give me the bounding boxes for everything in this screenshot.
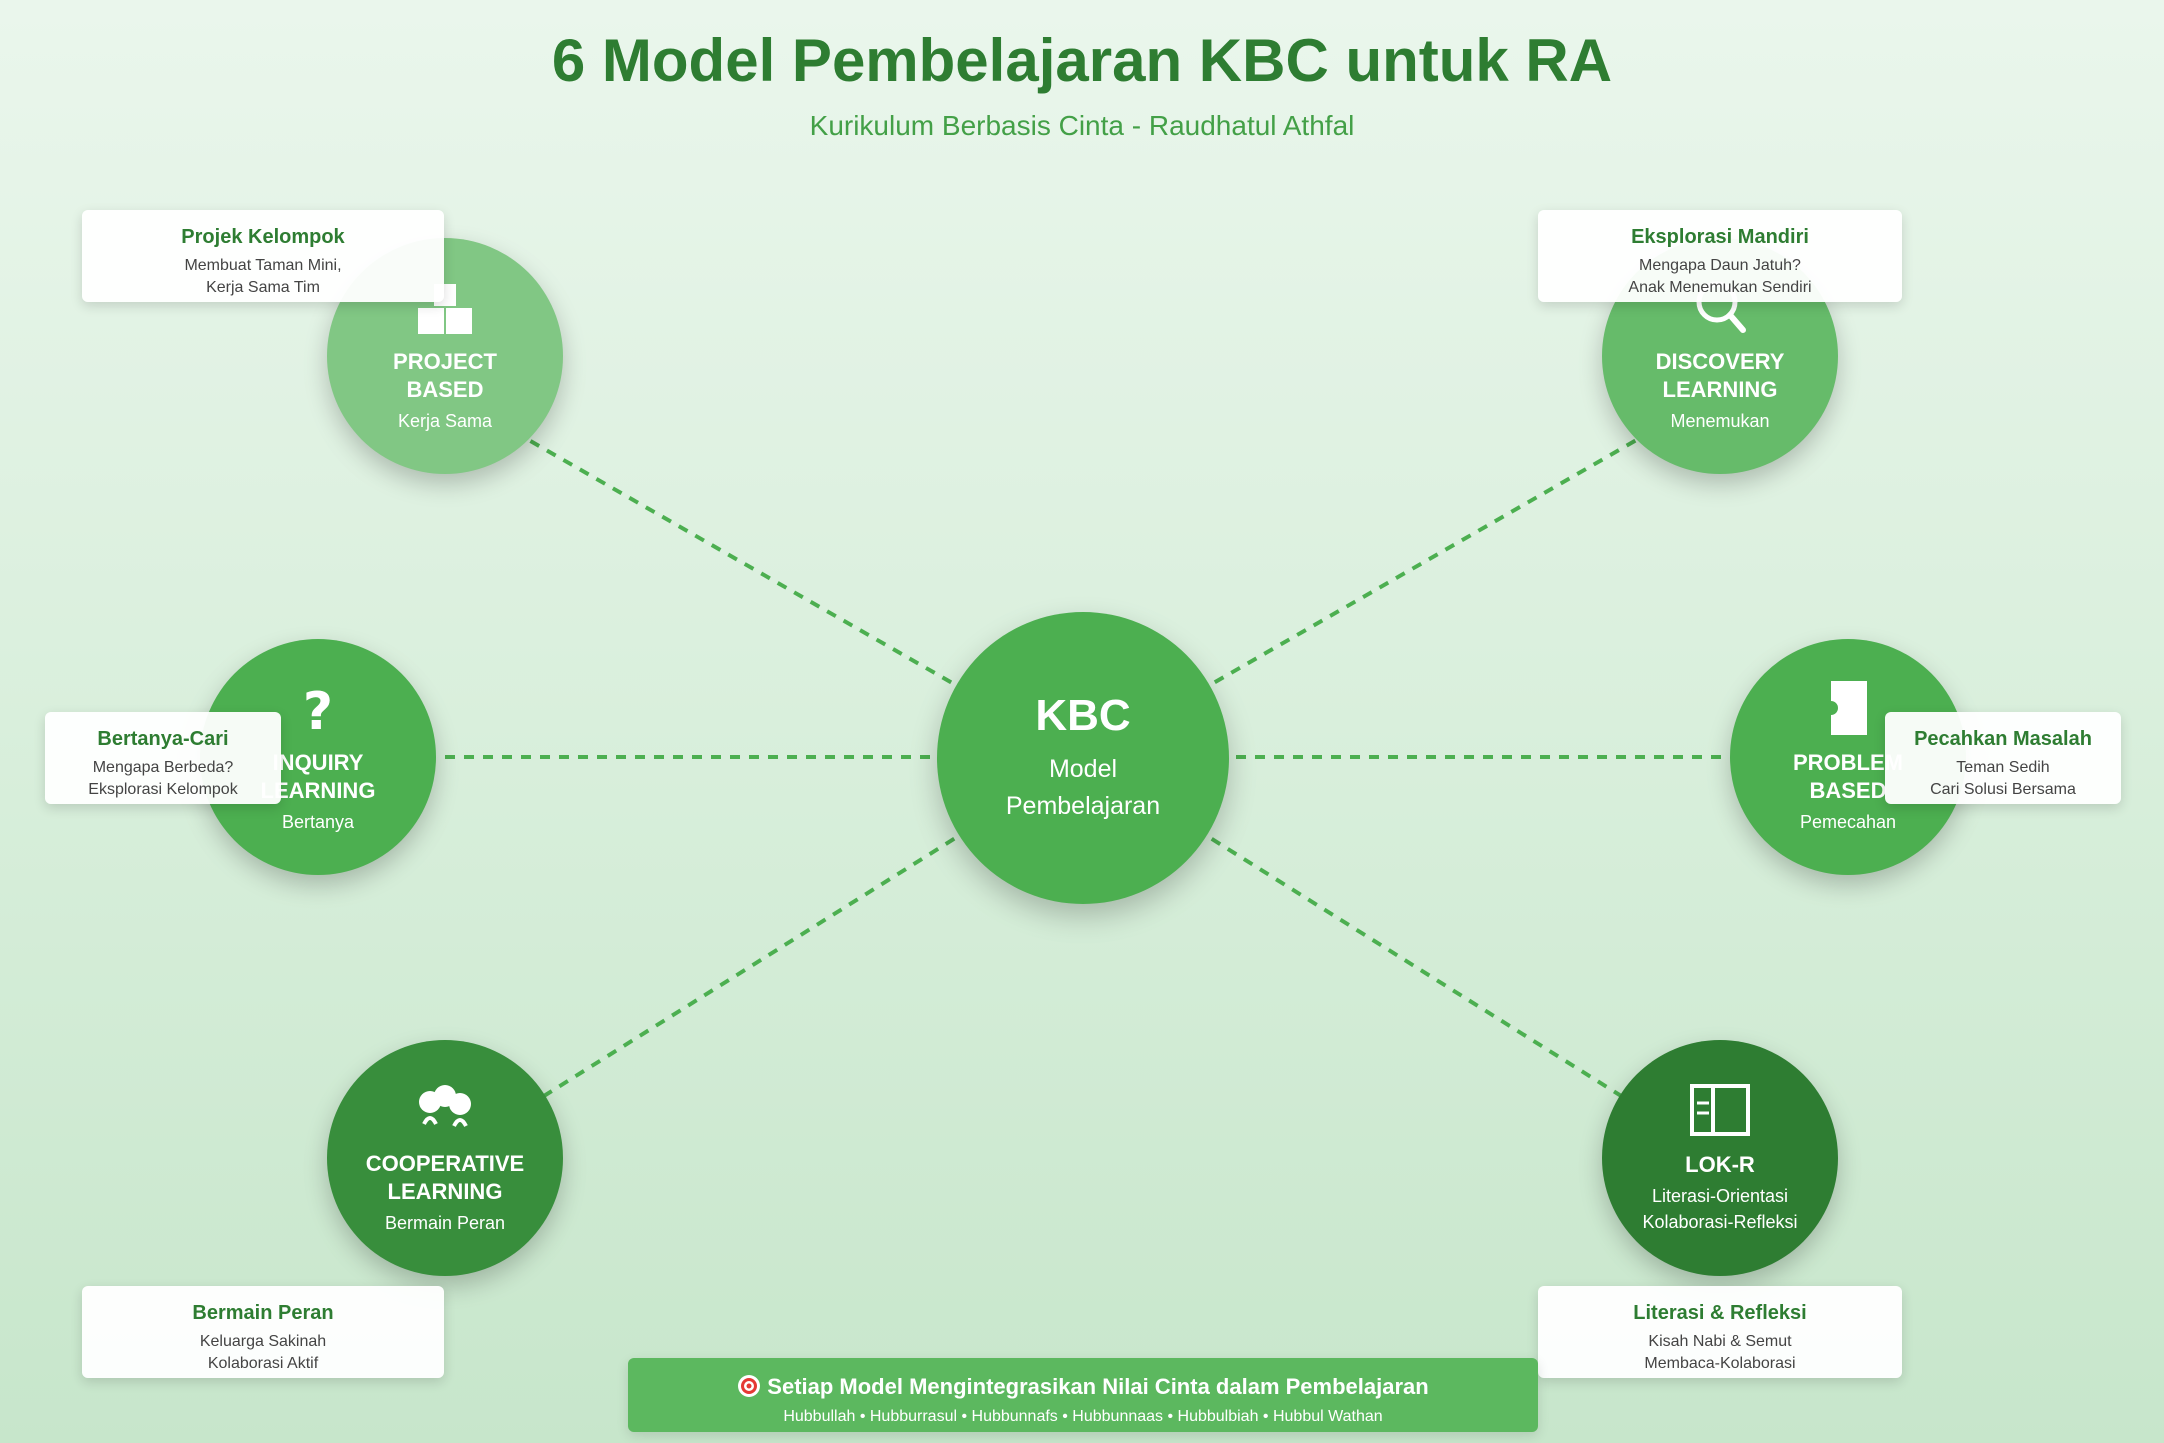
card-discovery: Eksplorasi Mandiri Mengapa Daun Jatuh? A… bbox=[1538, 210, 1902, 302]
page-title: 6 Model Pembelajaran KBC untuk RA bbox=[551, 27, 1613, 94]
card-lokr-line-1: Kisah Nabi & Semut bbox=[1648, 1333, 1792, 1350]
card-cooperative-line-2: Kolaborasi Aktif bbox=[207, 1355, 319, 1372]
node-inquiry-desc: Bertanya bbox=[281, 812, 355, 832]
page-subtitle: Kurikulum Berbasis Cinta - Raudhatul Ath… bbox=[809, 110, 1355, 141]
card-discovery-line-2: Anak Menemukan Sendiri bbox=[1628, 279, 1812, 296]
card-project-title: Projek Kelompok bbox=[181, 226, 345, 248]
node-discovery-desc: Menemukan bbox=[1670, 411, 1770, 431]
footer-title-row: Setiap Model Mengintegrasikan Nilai Cint… bbox=[628, 1374, 1538, 1400]
target-icon bbox=[738, 1375, 761, 1397]
node-project-desc: Kerja Sama bbox=[397, 411, 493, 431]
puzzle-icon bbox=[1831, 681, 1867, 735]
card-problem-line-2: Cari Solusi Bersama bbox=[1930, 781, 2076, 798]
card-discovery-line-1: Mengapa Daun Jatuh? bbox=[1639, 257, 1801, 274]
node-problem-name: PROBLEM BASED bbox=[1793, 750, 1903, 803]
card-inquiry-title: Bertanya-Cari bbox=[97, 728, 229, 750]
card-discovery-title: Eksplorasi Mandiri bbox=[1631, 226, 1809, 248]
node-project-name: PROJECT BASED bbox=[393, 349, 497, 402]
node-problem-desc: Pemecahan bbox=[1799, 812, 1897, 832]
card-cooperative-line-1: Keluarga Sakinah bbox=[199, 1333, 327, 1350]
footer-values: Hubbullah • Hubburrasul • Hubbunnafs • H… bbox=[783, 1408, 1383, 1425]
card-problem-line-1: Teman Sedih bbox=[1956, 759, 2050, 776]
people-icon bbox=[419, 1085, 471, 1127]
card-problem: Pecahkan Masalah Teman Sedih Cari Solusi… bbox=[1885, 712, 2121, 804]
node-discovery-name: DISCOVERY LEARNING bbox=[1655, 349, 1785, 402]
question-icon: ? bbox=[303, 682, 333, 739]
card-problem-title: Pecahkan Masalah bbox=[1914, 728, 2092, 750]
center-line-1: Model bbox=[1048, 755, 1118, 783]
node-lokr-name: LOK-R bbox=[1685, 1152, 1755, 1177]
card-inquiry-line-1: Mengapa Berbeda? bbox=[92, 759, 234, 776]
node-cooperative-desc: Bermain Peran bbox=[384, 1213, 506, 1233]
card-lokr-title: Literasi & Refleksi bbox=[1633, 1302, 1807, 1324]
svg-text:?: ? bbox=[303, 682, 333, 739]
card-cooperative-title: Bermain Peran bbox=[192, 1302, 334, 1324]
card-project: Projek Kelompok Membuat Taman Mini, Kerj… bbox=[82, 210, 444, 302]
node-cooperative-name: COOPERATIVE LEARNING bbox=[365, 1151, 525, 1204]
link-cooperative bbox=[443, 756, 1085, 1160]
card-cooperative: Bermain Peran Keluarga Sakinah Kolaboras… bbox=[82, 1286, 444, 1378]
center-line-2: Pembelajaran bbox=[1005, 792, 1161, 820]
center-title: KBC bbox=[1035, 691, 1131, 740]
footer-banner: Setiap Model Mengintegrasikan Nilai Cint… bbox=[628, 1358, 1538, 1432]
card-inquiry: Bertanya-Cari Mengapa Berbeda? Eksploras… bbox=[45, 712, 281, 804]
card-lokr: Literasi & Refleksi Kisah Nabi & Semut M… bbox=[1538, 1286, 1902, 1378]
card-inquiry-line-2: Eksplorasi Kelompok bbox=[88, 781, 238, 798]
card-project-line-2: Kerja Sama Tim bbox=[206, 279, 320, 296]
node-lokr-desc: Literasi-Orientasi Kolaborasi-Refleksi bbox=[1642, 1186, 1798, 1232]
center-node-kbc[interactable]: KBC Model Pembelajaran bbox=[937, 612, 1229, 904]
node-lok-r[interactable]: LOK-R Literasi-Orientasi Kolaborasi-Refl… bbox=[1602, 1040, 1838, 1276]
card-lokr-line-2: Membaca-Kolaborasi bbox=[1644, 1355, 1796, 1372]
footer-title: Setiap Model Mengintegrasikan Nilai Cint… bbox=[767, 1374, 1429, 1399]
book-icon bbox=[1690, 1084, 1750, 1136]
node-cooperative-learning[interactable]: COOPERATIVE LEARNING Bermain Peran bbox=[327, 1040, 563, 1276]
card-project-line-1: Membuat Taman Mini, bbox=[184, 257, 342, 274]
